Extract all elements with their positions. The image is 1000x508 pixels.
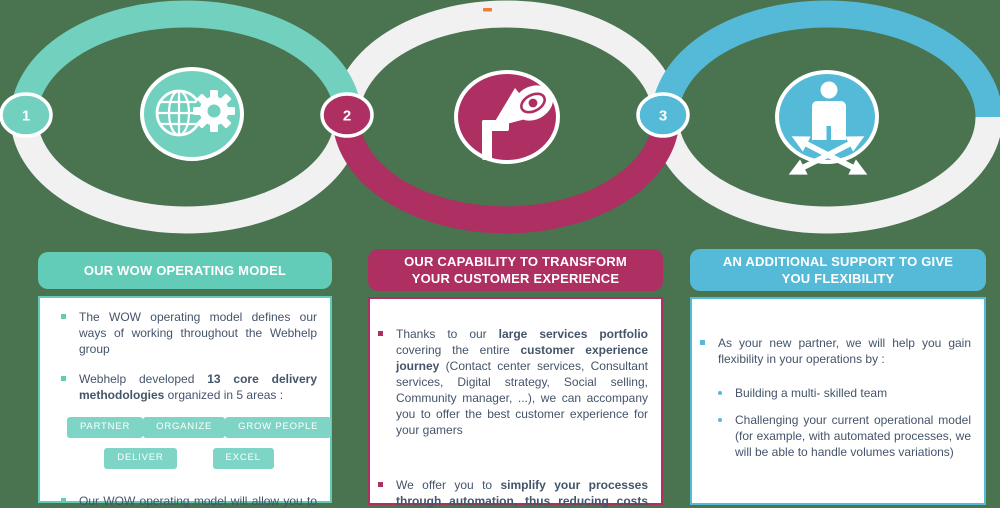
panel-customer-experience: OUR CAPABILITY TO TRANSFORM YOUR CUSTOME…	[368, 249, 663, 508]
bullet-text: As your new partner, we will help you ga…	[718, 336, 971, 366]
bullet-text: We offer you to simplify your processes …	[396, 478, 648, 508]
panel-title: AN ADDITIONAL SUPPORT TO GIVE YOU FLEXIB…	[690, 249, 986, 291]
pill-label: PARTNER	[67, 417, 144, 438]
bullet-text: The WOW operating model defines our ways…	[79, 310, 317, 356]
square-bullet-icon	[378, 482, 383, 487]
bullet-item: The WOW operating model defines our ways…	[61, 309, 317, 357]
ring1-teal-arc	[10, 0, 362, 118]
bullet-item: Building a multi- skilled team	[718, 385, 971, 401]
panel-flexibility-support: AN ADDITIONAL SUPPORT TO GIVE YOU FLEXIB…	[690, 249, 986, 505]
pill-label: GROW PEOPLE	[225, 417, 332, 438]
pill-row: DELIVER EXCEL	[67, 448, 311, 469]
step-badge-1: 1	[0, 92, 53, 138]
panel-title: OUR CAPABILITY TO TRANSFORM YOUR CUSTOME…	[368, 249, 663, 291]
globe-gear-icon	[140, 67, 244, 161]
step-number: 2	[343, 108, 351, 125]
pill-label: EXCEL	[212, 448, 274, 469]
bullet-text: Webhelp developed 13 core delivery metho…	[79, 372, 317, 402]
orange-dash-decoration	[483, 8, 492, 12]
ring2-top-arc	[332, 0, 680, 118]
bullet-item: Thanks to our large services portfolio c…	[378, 326, 648, 438]
ring1-bottom-arc	[10, 116, 362, 234]
ring3-blue-arc	[651, 0, 1000, 118]
person-flex-arrows-icon	[775, 70, 879, 175]
panel-body: The WOW operating model defines our ways…	[38, 296, 332, 508]
bullet-item: As your new partner, we will help you ga…	[700, 335, 971, 367]
bullet-text: Building a multi- skilled team	[735, 386, 888, 400]
step-number: 1	[22, 108, 30, 125]
bullet-text: Challenging your current operational mod…	[735, 413, 971, 459]
pill-label: ORGANIZE	[143, 417, 226, 438]
panel-title: OUR WOW OPERATING MODEL	[38, 252, 332, 289]
panel-wow-operating-model: OUR WOW OPERATING MODEL The WOW operatin…	[38, 252, 332, 508]
eye-magnifier-key-icon	[454, 70, 560, 164]
bullet-item: Our WOW operating model will allow you t…	[61, 493, 317, 508]
step-badge-3: 3	[636, 92, 690, 138]
bullet-text: Thanks to our large services portfolio c…	[396, 327, 648, 437]
round-bullet-icon	[718, 391, 722, 395]
square-bullet-icon	[700, 340, 705, 345]
round-bullet-icon	[718, 418, 722, 422]
bullet-item: Webhelp developed 13 core delivery metho…	[61, 371, 317, 403]
square-bullet-icon	[61, 314, 66, 319]
bullet-item: Challenging your current operational mod…	[718, 412, 971, 460]
square-bullet-icon	[378, 331, 383, 336]
bullet-text: Our WOW operating model will allow you t…	[79, 494, 317, 508]
step-number: 3	[659, 108, 667, 125]
panel-body: As your new partner, we will help you ga…	[690, 297, 986, 505]
panel-body: Thanks to our large services portfolio c…	[368, 297, 663, 508]
step-badge-2: 2	[320, 92, 374, 138]
ring2-crimson-arc	[332, 116, 680, 234]
pill-label: DELIVER	[104, 448, 177, 469]
square-bullet-icon	[61, 376, 66, 381]
square-bullet-icon	[61, 498, 66, 503]
bullet-item: We offer you to simplify your processes …	[378, 477, 648, 508]
ring3-bottom-arc	[651, 116, 1000, 234]
process-rings-graphic: 1 2 3	[0, 0, 1000, 234]
